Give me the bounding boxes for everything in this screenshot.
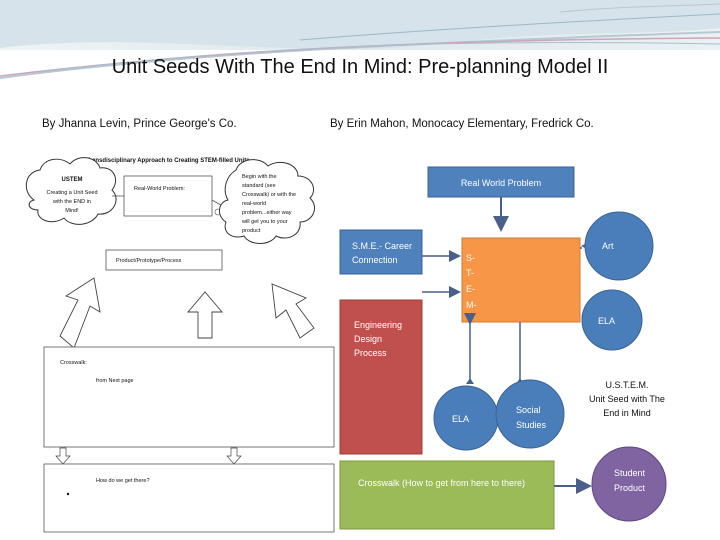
ustem-line-3: End in Mind <box>603 408 651 418</box>
left-heading: Transdisciplinary Approach to Creating S… <box>86 158 250 164</box>
ela-right-circle <box>581 289 643 351</box>
stem-letter-t: T- <box>466 268 474 278</box>
stem-box <box>461 237 581 323</box>
arrow-up-center <box>187 291 223 339</box>
cloud-left-line-1: Creating a Unit Seed <box>46 190 97 196</box>
right-diagram: Real World Problem S.M.E.- Career Connec… <box>339 166 667 530</box>
arrow-down-right <box>226 447 242 465</box>
real-world-box <box>123 175 213 217</box>
cloud-left-title: USTEM <box>62 177 83 183</box>
crosswalk-box <box>43 346 335 448</box>
byline-left: By Jhanna Levin, Prince George's Co. <box>42 118 237 130</box>
engineering-line-2: Design <box>354 334 382 344</box>
cloud-left-line-3: Mind! <box>65 208 79 214</box>
social-studies-circle <box>495 379 565 449</box>
product-box <box>105 249 223 271</box>
student-line-2: Product <box>614 483 646 493</box>
ela-bottom-label: ELA <box>452 414 469 424</box>
art-label: Art <box>602 241 614 251</box>
stem-letter-s: S- <box>466 253 475 263</box>
cloud-right-line-7: product <box>242 228 261 234</box>
how-box <box>43 463 335 533</box>
engineering-line-3: Process <box>354 348 387 358</box>
cloud-left-line-2: with the END in <box>52 199 91 205</box>
left-cloud <box>25 157 117 225</box>
decorative-banner <box>0 0 720 79</box>
left-diagram: Transdisciplinary Approach to Creating S… <box>25 157 335 533</box>
stem-letter-m: M- <box>466 300 477 310</box>
cloud-right-line-3: Crosswalk) or with the <box>242 192 296 198</box>
crosswalk-green-label: Crosswalk (How to get from here to there… <box>358 478 525 488</box>
social-line-1: Social <box>516 405 541 415</box>
arrow-diagonal-left <box>59 277 101 349</box>
engineering-line-1: Engineering <box>354 320 402 330</box>
product-box-label: Product/Prototype/Process <box>116 258 182 264</box>
sme-line-1: S.M.E.- Career <box>352 241 412 251</box>
cloud-right-line-1: Begin with the <box>242 174 277 180</box>
student-product-circle <box>591 446 667 522</box>
sme-box <box>339 229 423 275</box>
byline-right: By Erin Mahon, Monocacy Elementary, Fred… <box>330 118 594 130</box>
cloud-right-line-6: will get you to your <box>241 219 288 225</box>
crosswalk-green-box <box>339 460 555 530</box>
real-world-box-label: Real-World Problem: <box>134 186 185 192</box>
arrow-diagonal-right <box>271 283 315 339</box>
ustem-line-1: U.S.T.E.M. <box>605 380 648 390</box>
art-circle <box>584 211 654 281</box>
crosswalk-box-sub: from Next page <box>96 378 134 384</box>
cloud-right-line-4: real-world <box>242 201 266 207</box>
slide-title: Unit Seeds With The End In Mind: Pre-pla… <box>111 56 609 78</box>
ustem-line-2: Unit Seed with The <box>589 394 665 404</box>
real-world-problem-box <box>427 166 575 198</box>
student-line-1: Student <box>614 468 646 478</box>
cloud-right-line-2: standard (see <box>242 183 276 189</box>
ela-right-label: ELA <box>598 316 615 326</box>
engineering-box <box>339 299 423 455</box>
social-line-2: Studies <box>516 420 547 430</box>
arrow-down-left <box>55 447 71 465</box>
real-world-problem-label: Real World Problem <box>461 178 541 188</box>
crosswalk-box-title: Crosswalk: <box>60 360 87 366</box>
stem-letter-e: E- <box>466 284 475 294</box>
cloud-right-line-5: problem...either way <box>242 210 292 216</box>
sme-line-2: Connection <box>352 255 398 265</box>
right-cloud <box>219 159 315 244</box>
how-box-label: How do we get there? <box>96 478 150 484</box>
